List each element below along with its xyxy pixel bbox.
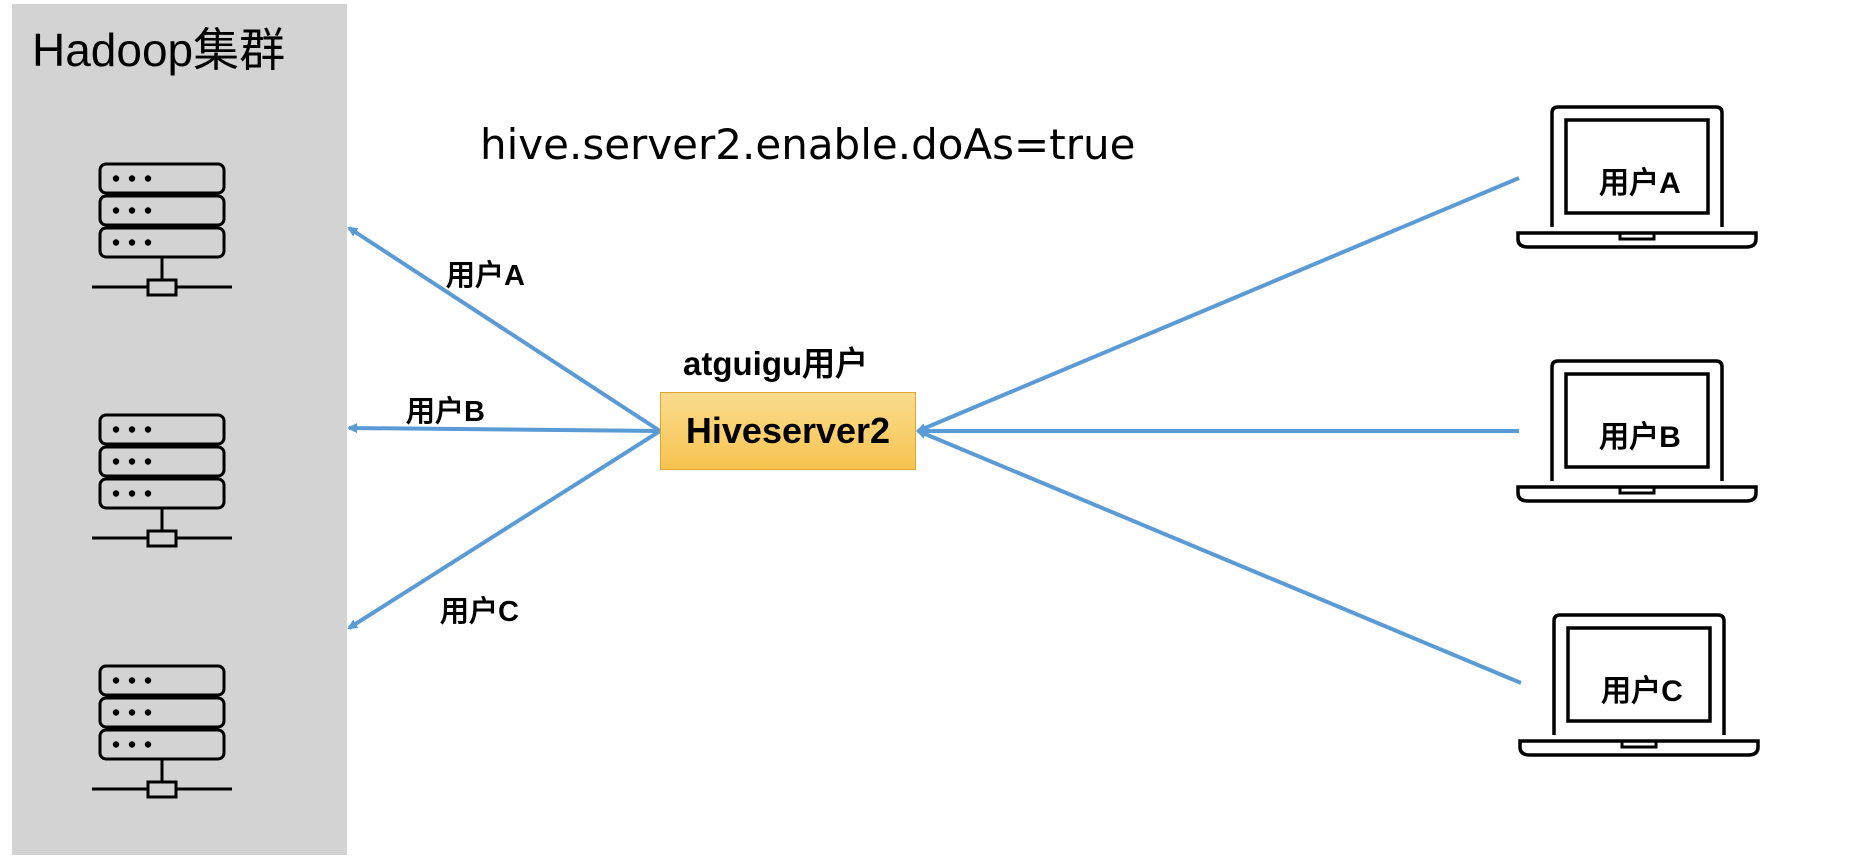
server-unit <box>98 664 226 697</box>
laptop-base <box>1516 231 1758 249</box>
server-led <box>128 490 136 497</box>
client-label-b: 用户B <box>1599 421 1681 454</box>
server-led <box>128 207 136 214</box>
edge-hs2-to-cluster-c <box>347 429 662 630</box>
proxy-user-label-a: 用户A <box>446 260 525 292</box>
server-led <box>112 175 120 182</box>
server-led <box>144 175 152 182</box>
server-led <box>144 709 152 716</box>
config-setting: hive.server2.enable.doAs=true <box>480 120 1136 169</box>
server-led <box>112 677 120 684</box>
server-led <box>128 677 136 684</box>
server-led <box>112 741 120 748</box>
laptop-base <box>1518 739 1760 757</box>
laptop-icon-b <box>1516 359 1758 503</box>
laptop-icon-c <box>1518 613 1760 757</box>
hiveserver2-label: Hiveserver2 <box>685 410 891 451</box>
server-led <box>112 426 120 433</box>
server-unit <box>98 162 226 195</box>
server-led <box>144 207 152 214</box>
server-led <box>128 239 136 246</box>
server-led <box>144 426 152 433</box>
server-led <box>112 490 120 497</box>
edge-client-a-to-hs2 <box>916 176 1520 433</box>
edge-hs2-to-cluster-a <box>347 226 662 433</box>
server-unit <box>98 194 226 227</box>
laptop-screen <box>1564 118 1710 215</box>
server-icon-3 <box>92 664 232 799</box>
proxy-user-label-c: 用户C <box>440 596 519 628</box>
server-led <box>144 741 152 748</box>
laptop-base <box>1516 485 1758 503</box>
network-port <box>146 278 178 297</box>
network-port <box>146 780 178 799</box>
server-unit <box>98 696 226 729</box>
server-icon-2 <box>92 413 232 548</box>
server-led <box>128 426 136 433</box>
edge-hs2-to-cluster-b <box>347 423 661 434</box>
server-led <box>144 677 152 684</box>
server-unit <box>98 445 226 478</box>
server-led <box>128 458 136 465</box>
server-led <box>144 239 152 246</box>
server-led <box>128 741 136 748</box>
server-led <box>128 709 136 716</box>
laptop-icon-a <box>1516 105 1758 249</box>
server-led <box>112 709 120 716</box>
server-led <box>112 239 120 246</box>
laptop-screen <box>1564 372 1710 469</box>
server-icon-1 <box>92 162 232 297</box>
server-led <box>144 458 152 465</box>
hiveserver2-run-as-user: atguigu用户 <box>683 345 869 382</box>
client-label-c: 用户C <box>1601 675 1683 708</box>
server-led <box>112 207 120 214</box>
cluster-title: Hadoop集群 <box>32 24 286 76</box>
proxy-user-label-b: 用户B <box>406 396 485 428</box>
laptop-screen <box>1566 626 1712 723</box>
server-led <box>128 175 136 182</box>
server-led <box>112 458 120 465</box>
hiveserver2-box: Hiveserver2 <box>660 392 916 470</box>
hadoop-cluster-panel <box>12 4 347 855</box>
network-port <box>146 529 178 548</box>
server-unit <box>98 413 226 446</box>
edge-client-c-to-hs2 <box>916 429 1522 685</box>
server-led <box>144 490 152 497</box>
client-label-a: 用户A <box>1599 167 1681 200</box>
